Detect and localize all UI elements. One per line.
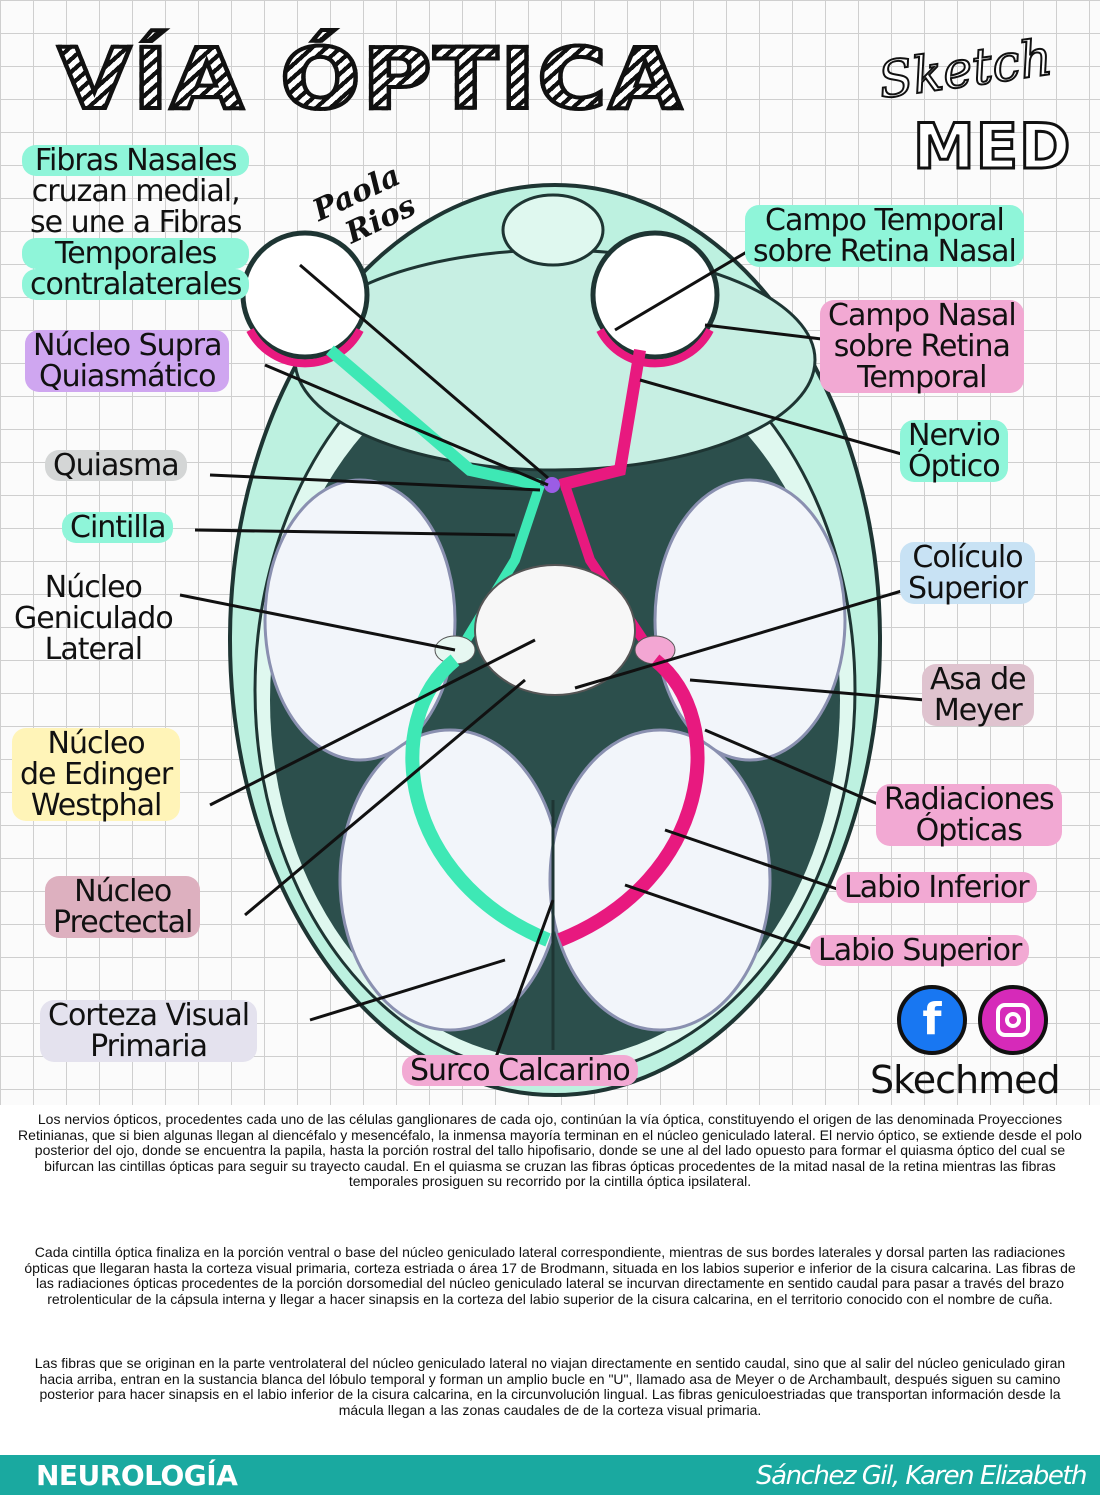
label-line: Núcleo: [47, 726, 146, 761]
instagram-icon[interactable]: [978, 985, 1048, 1055]
label-line: Nervio: [908, 418, 1001, 453]
label-line: Campo Nasal: [828, 298, 1017, 333]
facebook-icon[interactable]: f: [897, 985, 967, 1055]
left-eye-retina: [246, 328, 364, 368]
paragraph-3: Las fibras que se originan en la parte v…: [34, 1355, 1066, 1418]
right-hemisphere-temporal: [653, 478, 847, 762]
label-line: Primaria: [90, 1029, 208, 1064]
label-line: Meyer: [933, 693, 1023, 728]
label-line: Surco Calcarino: [410, 1053, 631, 1088]
right-eye-retina: [596, 328, 714, 368]
label-line: Núcleo Supra: [33, 328, 222, 363]
suprachiasmatic-nucleus: [544, 477, 560, 493]
label-line: Superior: [908, 571, 1028, 606]
optic-radiation-right: [557, 654, 705, 947]
label-line: Westphal: [30, 788, 163, 823]
midbrain: [474, 564, 636, 696]
left-hemisphere-temporal: [263, 478, 457, 762]
label-asa-de-meyer: Asa de Meyer: [922, 664, 1034, 726]
label-line: se une a Fibras: [30, 205, 242, 240]
optic-nerve-left: [326, 345, 542, 491]
label-quiasma: Quiasma: [45, 450, 187, 481]
logo-line2: MED: [912, 109, 1073, 185]
label-coliculo-superior: Colículo Superior: [900, 542, 1035, 604]
page-title: VÍA ÓPTICA: [56, 28, 684, 130]
label-line: Labio Superior: [818, 933, 1022, 968]
label-campo-nasal: Campo Nasal sobre Retina Temporal: [820, 300, 1024, 393]
label-surco-calcarino: Surco Calcarino: [402, 1055, 638, 1086]
label-line: Núcleo: [74, 874, 172, 909]
label-line: Temporal: [857, 360, 987, 395]
brand-name: Skechmed: [870, 1058, 1061, 1102]
label-line: Cintilla: [70, 510, 166, 545]
footer-subject: NEUROLOGÍA: [36, 1459, 238, 1492]
label-line: Colículo: [912, 540, 1023, 575]
leader-lines: [179, 248, 926, 1061]
label-fibras-nasales: Fibras Nasales cruzan medial, se une a F…: [22, 145, 250, 300]
label-line: Quiasmático: [38, 359, 217, 394]
label-line: Lateral: [44, 632, 143, 667]
label-radiaciones-opticas: Radiaciones Ópticas: [876, 784, 1062, 846]
sketchmed-logo: Sketch MED: [868, 27, 1083, 190]
paragraph-2: Cada cintilla óptica finaliza en la porc…: [24, 1244, 1076, 1307]
optic-nerve-right: [558, 349, 646, 491]
label-line: Asa de: [930, 662, 1027, 697]
label-line: de Edinger: [20, 757, 173, 792]
left-occipital: [338, 728, 562, 1032]
label-line: Núcleo: [44, 570, 143, 605]
label-nucleo-supraquiasmatico: Núcleo Supra Quiasmático: [25, 328, 230, 394]
label-line: contralaterales: [22, 269, 250, 300]
label-line: Corteza Visual: [48, 998, 250, 1033]
label-labio-superior: Labio Superior: [810, 933, 1030, 968]
label-line: Temporales: [22, 238, 250, 269]
label-edinger-westphal: Núcleo de Edinger Westphal: [12, 726, 181, 823]
frontal-lobes: [293, 248, 817, 472]
label-line: Prectectal: [53, 905, 193, 940]
label-nervio-optico: Nervio Óptico: [900, 420, 1008, 482]
label-labio-inferior: Labio Inferior: [836, 872, 1037, 903]
optic-radiation-left: [405, 654, 551, 947]
paragraph-1: Los nervios ópticos, procedentes cada un…: [18, 1111, 1082, 1190]
brain-diagram: [179, 183, 926, 1097]
label-line: Radiaciones: [884, 782, 1055, 817]
label-line: sobre Retina: [833, 329, 1011, 364]
footer-bar: NEUROLOGÍA Sánchez Gil, Karen Elizabeth: [0, 1455, 1100, 1495]
right-occipital: [548, 728, 772, 1032]
label-line: cruzan medial,: [31, 174, 241, 209]
label-nucleo-pretectal: Núcleo Prectectal: [45, 874, 201, 940]
label-line: Ópticas: [915, 813, 1023, 848]
right-eye: [590, 230, 720, 360]
nose: [501, 193, 605, 267]
facebook-glyph: f: [922, 994, 942, 1045]
label-cintilla: Cintilla: [62, 510, 174, 545]
label-line: Quiasma: [53, 448, 180, 483]
label-line: Óptico: [908, 449, 1001, 484]
label-campo-temporal: Campo Temporal sobre Retina Nasal: [745, 205, 1024, 267]
label-line: Campo Temporal: [765, 203, 1005, 238]
label-line: Labio Inferior: [844, 870, 1030, 905]
label-line: Fibras Nasales: [22, 145, 250, 176]
footer-author: Sánchez Gil, Karen Elizabeth: [756, 1461, 1087, 1491]
label-corteza-visual-primaria: Corteza Visual Primaria: [40, 998, 258, 1064]
logo-line1: Sketch: [874, 27, 1057, 111]
label-nucleo-geniculado-lateral: Núcleo Geniculado Lateral: [14, 570, 174, 667]
label-line: sobre Retina Nasal: [753, 234, 1017, 269]
label-line: Geniculado: [14, 601, 174, 636]
